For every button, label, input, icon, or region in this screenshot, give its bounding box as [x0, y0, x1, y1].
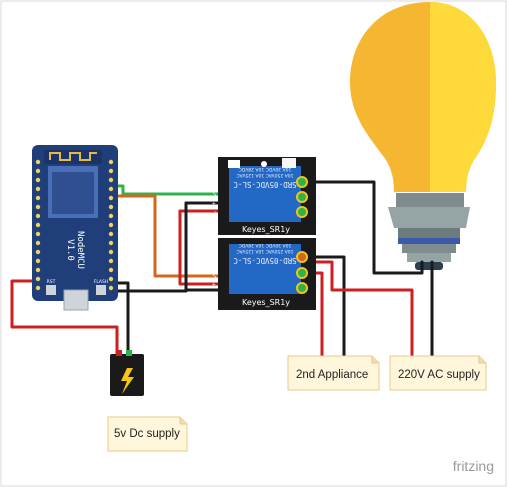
- svg-text:S: S: [213, 274, 216, 280]
- rst-button: [46, 285, 56, 295]
- wire-red-ac: [300, 260, 414, 358]
- relay-1-coil: [229, 166, 301, 222]
- relay-2-marking: SRD-05VDC-SL-C: [233, 256, 296, 265]
- note-appliance-text: 2nd Appliance: [296, 369, 368, 381]
- note-ac-supply-text: 220V AC supply: [398, 369, 480, 381]
- note-ac-supply: 220V AC supply: [389, 355, 487, 391]
- svg-text:10A 30VDC 10A 28VDC: 10A 30VDC 10A 28VDC: [239, 166, 292, 172]
- svg-text:-: -: [214, 289, 216, 295]
- relay-module-2: SRD-05VDC-SL-C 10A 250VAC 10A 125VAC 10A…: [212, 238, 316, 310]
- lightning-icon: [121, 368, 134, 394]
- flash-button: [96, 285, 106, 295]
- nodemcu-board: NodeMCU V1.0 RST FLASH: [32, 145, 118, 311]
- relay-2-label: Keyes_SR1y: [242, 298, 290, 307]
- note-appliance: 2nd Appliance: [287, 355, 380, 391]
- light-bulb: [350, 2, 496, 270]
- antenna-trace: [49, 152, 97, 161]
- note-dc-supply: 5v Dc supply: [107, 416, 188, 452]
- wire-relay1-bulb: [300, 180, 424, 275]
- relay-2-coil: [229, 244, 301, 294]
- wire-red-vcc: [178, 209, 224, 286]
- bulb-collar: [396, 193, 464, 207]
- wire-red-dc: [10, 279, 119, 362]
- svg-text:10A 250VAC 10A 125VAC: 10A 250VAC 10A 125VAC: [237, 248, 294, 254]
- wires: [10, 180, 434, 362]
- svg-text:+: +: [212, 282, 216, 288]
- svg-text:10A 250VAC 10A 125VAC: 10A 250VAC 10A 125VAC: [237, 172, 294, 178]
- wire-orange: [109, 194, 224, 278]
- svg-text:S: S: [213, 192, 216, 198]
- relay-1-label: Keyes_SR1y: [242, 225, 290, 234]
- note-dc-supply-text: 5v Dc supply: [114, 428, 180, 440]
- flash-label: FLASH: [94, 279, 109, 285]
- svg-text:10A 30VDC 10A 28VDC: 10A 30VDC 10A 28VDC: [239, 242, 292, 248]
- usb-port: [63, 289, 89, 311]
- relay-1-marking: SRD-05VDC-SL-C: [233, 180, 296, 189]
- dc-power-jack: [110, 350, 144, 396]
- svg-text:-: -: [214, 209, 216, 215]
- fritzing-watermark: fritzing: [453, 458, 494, 474]
- board-version: V1.0: [65, 239, 75, 261]
- rst-label: RST: [47, 279, 56, 285]
- relay-module-1: SRD-05VDC-SL-C 10A 250VAC 10A 125VAC 10A…: [212, 157, 316, 235]
- board-name: NodeMCU: [75, 231, 85, 269]
- svg-text:+: +: [212, 201, 216, 207]
